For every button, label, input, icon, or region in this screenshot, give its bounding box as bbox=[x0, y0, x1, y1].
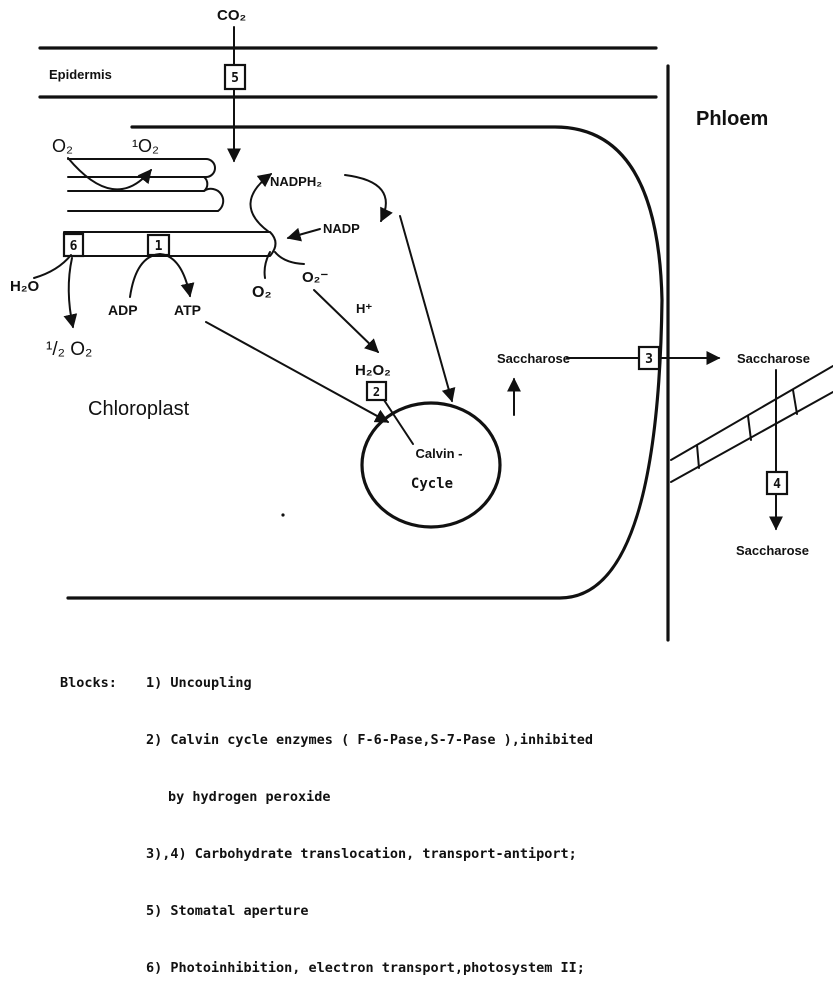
epidermis-label: Epidermis bbox=[49, 67, 112, 82]
h-plus-label: H⁺ bbox=[356, 301, 372, 316]
h2o-label: H₂O bbox=[10, 278, 39, 295]
electron-to-nadp-arrow bbox=[288, 229, 320, 238]
block-6-label: 6 bbox=[70, 239, 78, 254]
h2o-to-ps2-line bbox=[34, 255, 71, 278]
chloroplast-label: Chloroplast bbox=[88, 398, 190, 420]
sieve-plate-2 bbox=[748, 416, 751, 440]
block-5-label: 5 bbox=[231, 71, 239, 86]
calvin-line-1: Calvin - bbox=[416, 446, 463, 461]
nadph2-label: NADPH₂ bbox=[270, 174, 322, 189]
block-1-label: 1 bbox=[155, 239, 163, 254]
legend-item-2-cont: by hydrogen peroxide bbox=[60, 788, 820, 807]
legend-item-2: 2) Calvin cycle enzymes ( F-6-Pase,S-7-P… bbox=[146, 731, 593, 750]
sieve-tube-upper bbox=[671, 366, 833, 460]
half-o2-label: ¹/₂ O₂ bbox=[46, 339, 92, 360]
phloem-label: Phloem bbox=[696, 108, 768, 130]
legend-item-1: 1) Uncoupling bbox=[146, 674, 252, 693]
saccharose-cell-label: Saccharose bbox=[497, 351, 570, 366]
o2-to-singlet-arrow bbox=[68, 158, 151, 189]
nadp-label: NADP bbox=[323, 221, 360, 236]
block-4-label: 4 bbox=[773, 477, 781, 492]
sieve-plate-3 bbox=[793, 390, 797, 414]
legend-row-6: 6) Photoinhibition, electron transport,p… bbox=[60, 959, 820, 978]
nadph-to-nadp-arrow bbox=[345, 175, 386, 221]
sieve-tube-lower bbox=[671, 392, 833, 482]
legend-row-2: 2) Calvin cycle enzymes ( F-6-Pase,S-7-P… bbox=[60, 731, 820, 750]
thylakoid-disc-1 bbox=[68, 159, 215, 177]
legend-title: Blocks: bbox=[60, 674, 146, 693]
stray-dot bbox=[281, 513, 284, 516]
h2o2-label: H₂O₂ bbox=[355, 362, 391, 379]
legend-row-3: 3),4) Carbohydrate translocation, transp… bbox=[60, 845, 820, 864]
o2-left-label: O₂ bbox=[52, 136, 73, 156]
legend-row-1: Blocks: 1) Uncoupling bbox=[60, 674, 820, 693]
singlet-o2-label: ¹O₂ bbox=[132, 136, 159, 156]
superoxide-to-h2o2-arrow bbox=[314, 290, 378, 352]
blocks-legend: Blocks: 1) Uncoupling 2) Calvin cycle en… bbox=[60, 636, 820, 997]
adp-to-atp-arrow bbox=[130, 254, 190, 297]
block-2-label: 2 bbox=[373, 385, 380, 399]
nadp-to-nadph-arrow bbox=[250, 174, 271, 232]
legend-item-6: 6) Photoinhibition, electron transport,p… bbox=[146, 959, 585, 978]
block-3-label: 3 bbox=[645, 352, 653, 367]
co2-label: CO₂ bbox=[217, 7, 246, 24]
atp-label: ATP bbox=[174, 302, 201, 318]
superoxide-label: O₂⁻ bbox=[302, 269, 328, 286]
sieve-plate-1 bbox=[697, 445, 699, 468]
legend-item-5: 5) Stomatal aperture bbox=[146, 902, 309, 921]
water-split-arrow bbox=[69, 258, 73, 327]
adp-label: ADP bbox=[108, 302, 138, 318]
legend-item-3: 3),4) Carbohydrate translocation, transp… bbox=[146, 845, 577, 864]
superoxide-stem bbox=[275, 252, 304, 264]
thylakoid-disc-3 bbox=[68, 189, 223, 211]
legend-row-5: 5) Stomatal aperture bbox=[60, 902, 820, 921]
saccharose-phloem-label: Saccharose bbox=[737, 351, 810, 366]
o2-mid-label: O₂ bbox=[252, 284, 272, 301]
calvin-cycle-ellipse bbox=[362, 403, 500, 527]
photosynthesis-block-diagram: Epidermis CO₂ 5 Phloem 6 1 O₂ ¹O₂ NADPH₂… bbox=[0, 0, 833, 770]
nadph-to-calvin-arrow bbox=[400, 216, 452, 401]
calvin-line-2: Cycle bbox=[411, 476, 453, 492]
saccharose-bottom-label: Saccharose bbox=[736, 543, 809, 558]
